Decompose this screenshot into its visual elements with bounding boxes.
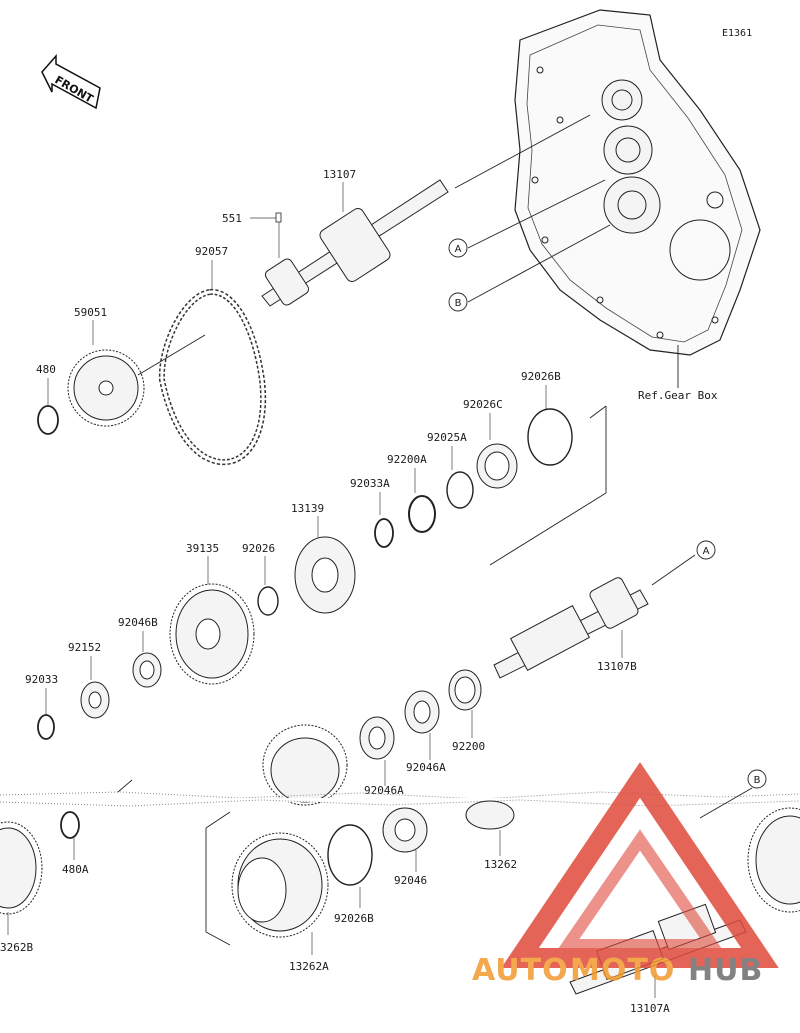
label-92026b-bot: 92026B <box>334 912 374 925</box>
front-arrow-icon: FRONT <box>41 54 101 110</box>
marker-a-mid: A <box>696 540 716 560</box>
label-92046: 92046 <box>394 874 427 887</box>
label-92152: 92152 <box>68 641 101 654</box>
bearing-92046a-2 <box>359 716 395 760</box>
label-13107b: 13107B <box>597 660 637 673</box>
shaft-13107b <box>493 554 696 679</box>
ref-gear-box-label: Ref.Gear Box <box>638 389 718 402</box>
label-92033a: 92033A <box>350 477 390 490</box>
svg-text:B: B <box>754 775 761 786</box>
label-92046b: 92046B <box>118 616 158 629</box>
label-92046a-cut: 92046A <box>364 784 404 797</box>
gear-39135 <box>169 583 255 685</box>
label-92026c: 92026C <box>463 398 503 411</box>
label-59051: 59051 <box>74 306 107 319</box>
shaft-13107 <box>261 114 591 307</box>
bearing-92046b <box>132 652 162 688</box>
gear-bottom-right <box>747 807 800 913</box>
label-13139: 13139 <box>291 502 324 515</box>
label-92025a: 92025A <box>427 431 467 444</box>
label-92200: 92200 <box>452 740 485 753</box>
bearing-92046a-1 <box>404 690 440 734</box>
sprocket-59051 <box>67 349 145 427</box>
label-92026b-top: 92026B <box>521 370 561 383</box>
gear-13262 <box>465 800 515 830</box>
label-13107: 13107 <box>323 168 356 181</box>
watermark-hub: HUB <box>688 953 763 988</box>
label-480a: 480A <box>62 863 89 876</box>
label-13262: 13262 <box>484 858 517 871</box>
label-13262a: 13262A <box>289 960 329 973</box>
dog-13139 <box>294 536 356 614</box>
label-92057: 92057 <box>195 245 228 258</box>
diagram-code: E1361 <box>722 28 752 39</box>
label-13107a: 13107A <box>630 1002 670 1015</box>
watermark-moto: MOTO <box>570 953 675 988</box>
label-480: 480 <box>36 363 56 376</box>
gear-upper-cut <box>262 724 348 806</box>
label-551: 551 <box>222 212 242 225</box>
watermark-auto: AUTO <box>472 953 569 988</box>
label-13262b: 3262B <box>0 941 33 954</box>
lock-washer-92026c <box>476 443 518 489</box>
gear-13262a <box>231 832 329 938</box>
automotohub-logo: AUTO MOTO HUB <box>472 762 779 988</box>
marker-a-top: A <box>448 238 468 258</box>
label-39135: 39135 <box>186 542 219 555</box>
svg-text:A: A <box>455 244 462 255</box>
label-92033: 92033 <box>25 673 58 686</box>
bearing-92046 <box>382 807 428 853</box>
gear-13262b <box>0 821 43 915</box>
label-92026: 92026 <box>242 542 275 555</box>
label-92046a: 92046A <box>406 761 446 774</box>
marker-b-bottom: B <box>747 769 767 789</box>
gear-box-housing <box>514 9 761 356</box>
svg-text:A: A <box>703 546 710 557</box>
svg-text:B: B <box>455 298 462 309</box>
marker-b-top: B <box>448 292 468 312</box>
label-92200a: 92200A <box>387 453 427 466</box>
